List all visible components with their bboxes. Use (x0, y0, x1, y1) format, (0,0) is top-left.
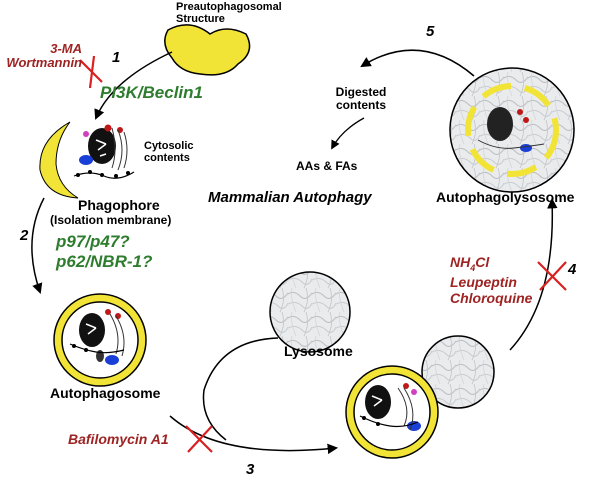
arrow-step-5 (360, 49, 475, 77)
block-cross-step-4 (537, 261, 567, 291)
digested-label: Digested contents (335, 85, 387, 113)
isolation-membrane-label: (Isolation membrane) (50, 213, 172, 227)
step-number-3: 3 (246, 461, 255, 478)
step3-inhibitor: Bafilomycin A1 (68, 431, 169, 447)
phagophore-crescent (39, 121, 79, 199)
autophagosome-label: Autophagosome (50, 385, 161, 401)
step-number-1: 1 (112, 49, 121, 66)
step-number-5: 5 (426, 23, 435, 40)
aas-fas-label: AAs & FAs (296, 159, 358, 173)
fusion-autophagosome (345, 365, 439, 459)
cl-label: Cl (475, 254, 490, 270)
step4-inhibitors: NH4Cl Leupeptin Chloroquine (450, 254, 532, 307)
diagram-title: Mammalian Autophagy (208, 189, 372, 206)
preautophagosomal-structure (164, 24, 251, 76)
autophagolysosome-label: Autophagolysosome (436, 189, 575, 205)
arrow-digested (331, 117, 365, 150)
cytosolic-label: Cytosolic contents (144, 140, 194, 165)
autophagolysosome-graphic (449, 67, 575, 193)
step1-regulator: PI3K/Beclin1 (100, 83, 203, 102)
arrow-step-1 (94, 51, 173, 120)
phagophore-label: Phagophore (78, 197, 160, 213)
arrow-step-2 (31, 197, 45, 294)
lysosome-arc (202, 337, 279, 441)
autophagosome-graphic (53, 293, 147, 387)
lysosome-graphic (269, 271, 351, 353)
nh4-label: NH (450, 254, 471, 270)
step4-other-inhibitors: Leupeptin Chloroquine (450, 273, 533, 307)
nh4-subscript: 4 (470, 262, 476, 273)
fusion-lysosome (421, 335, 495, 409)
preautophagosomal-label: Preautophagosomal Structure (176, 1, 282, 26)
step2-regulators: p97/p47? p62/NBR-1? (56, 232, 153, 271)
arrow-step-3 (169, 415, 339, 455)
block-cross-step-1 (79, 55, 103, 89)
block-cross-step-3 (185, 425, 213, 453)
phagophore-contents (73, 124, 135, 179)
lysosome-label: Lysosome (284, 343, 353, 359)
step-number-4: 4 (568, 261, 577, 278)
step1-inhibitors: 3-MA Wortmannin (6, 41, 82, 71)
step-number-2: 2 (20, 227, 29, 244)
